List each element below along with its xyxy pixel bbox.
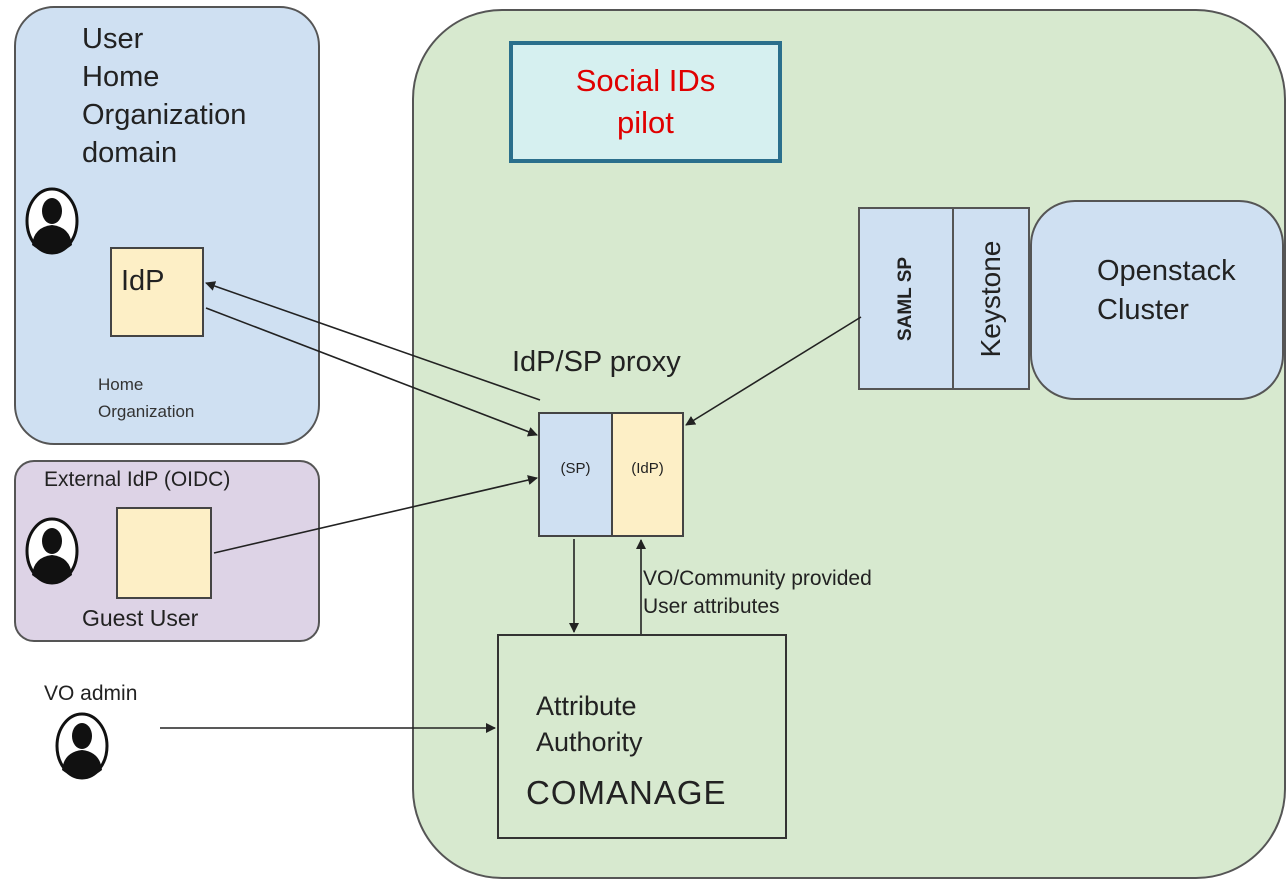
- vo-admin-avatar-icon: [55, 712, 109, 780]
- home-idp-box: IdP: [110, 247, 204, 337]
- saml-sp-label: SAML SP: [895, 256, 916, 341]
- saml-sp-box: SAML SP: [858, 207, 954, 390]
- proxy-sp-box: (SP): [538, 412, 613, 537]
- proxy-sp-label: (SP): [560, 460, 591, 477]
- pilot-title-box: Social IDs pilot: [509, 41, 782, 163]
- external-idp-box: [116, 507, 212, 599]
- home-idp-label: IdP: [121, 265, 165, 297]
- home-domain-title: User Home Organization domain: [82, 23, 247, 169]
- home-organization-label: Home Organization: [98, 375, 195, 421]
- vo-admin-label: VO admin: [44, 682, 138, 705]
- guest-user-label: Guest User: [82, 605, 199, 631]
- pilot-title: Social IDs pilot: [575, 63, 716, 140]
- proxy-idp-box: (IdP): [611, 412, 684, 537]
- openstack-cluster-label: Openstack Cluster: [1097, 255, 1236, 326]
- keystone-box: Keystone: [952, 207, 1030, 390]
- keystone-label: Keystone: [975, 240, 1006, 357]
- external-idp-title: External IdP (OIDC): [44, 468, 231, 491]
- proxy-idp-label: (IdP): [631, 460, 664, 477]
- user-avatar-icon: [25, 187, 79, 255]
- openstack-cluster: [1030, 200, 1284, 400]
- guest-avatar-icon: [25, 517, 79, 585]
- vo-attributes-label: VO/Community provided User attributes: [643, 567, 872, 618]
- comanage-label: COMANAGE: [526, 774, 727, 811]
- attribute-authority-box: [497, 634, 787, 839]
- proxy-title: IdP/SP proxy: [512, 346, 681, 378]
- attribute-authority-label: Attribute Authority: [536, 691, 643, 757]
